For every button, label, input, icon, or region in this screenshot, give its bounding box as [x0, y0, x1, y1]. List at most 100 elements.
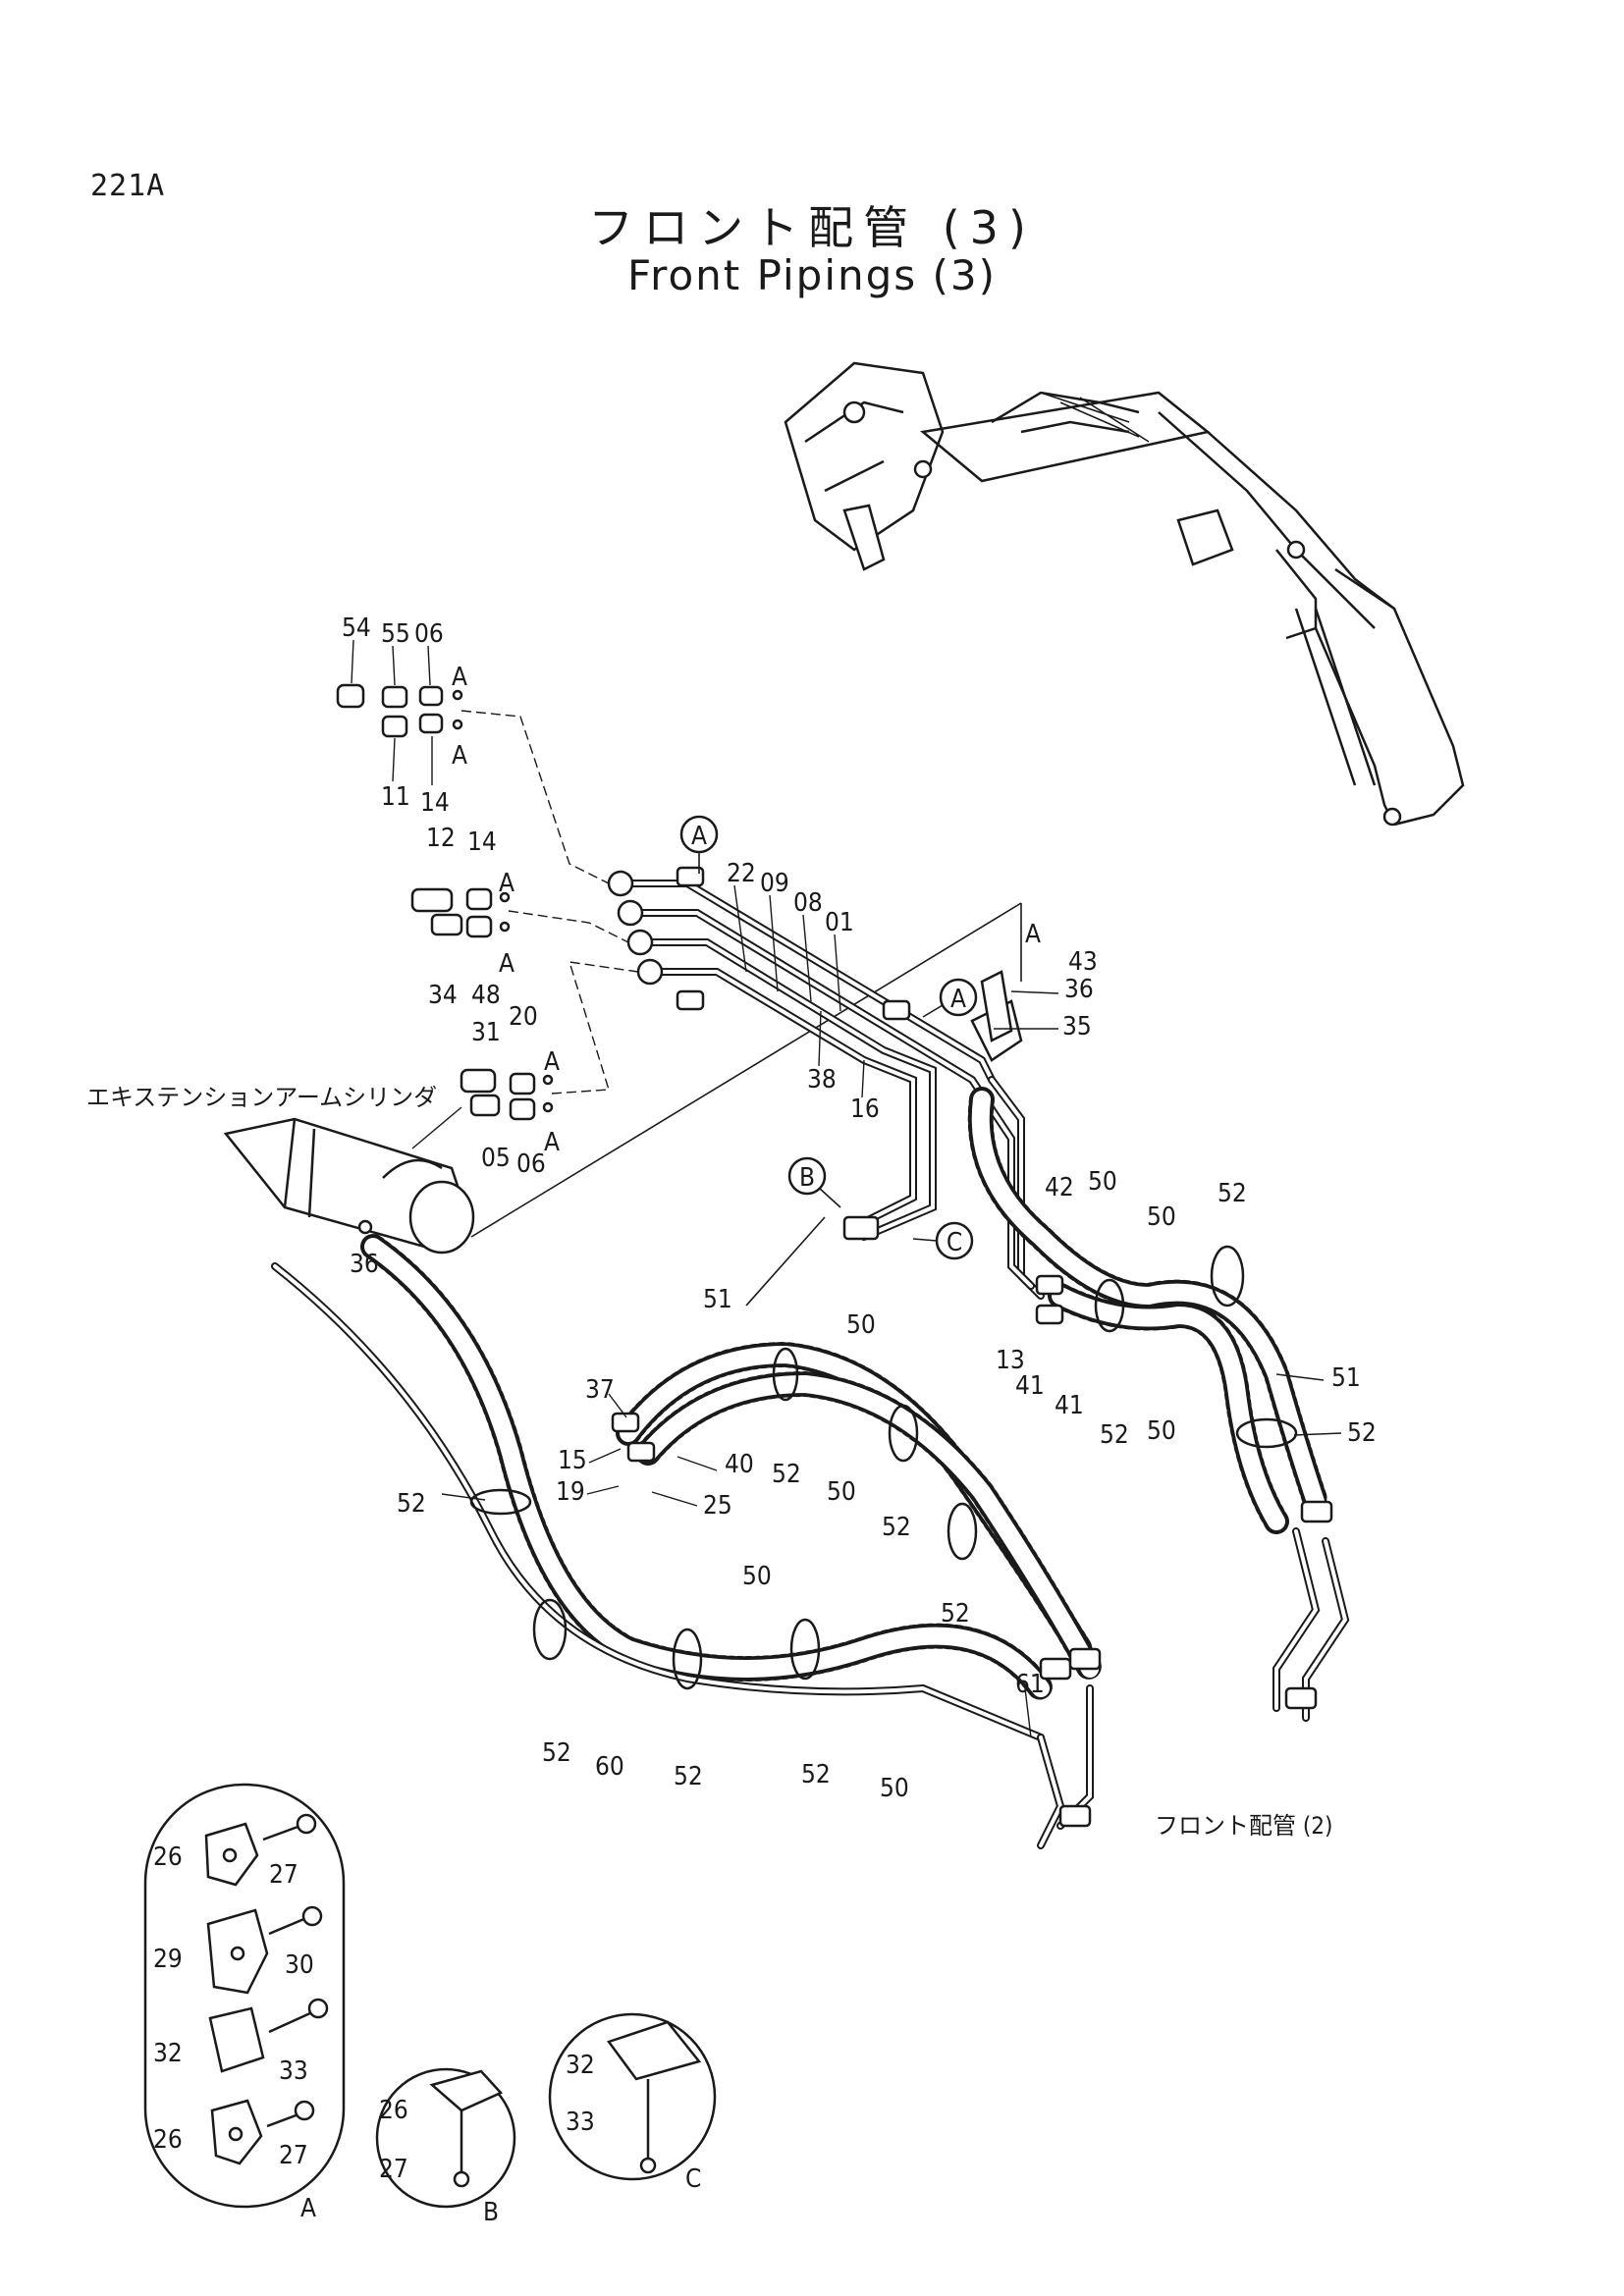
part-number: 52 [801, 1760, 831, 1789]
part-number: 27 [379, 2155, 408, 2184]
front-piping-2-reference: フロント配管 (2) [1155, 1812, 1332, 1840]
part-number: 50 [846, 1310, 876, 1340]
part-number: 27 [279, 2141, 308, 2170]
part-number: 50 [1088, 1167, 1117, 1197]
hose-clamps [469, 1245, 1298, 1690]
part-number: 36 [1064, 975, 1094, 1004]
part-number: 52 [1218, 1179, 1247, 1208]
part-number: 26 [153, 2125, 183, 2155]
detail-view-c: 32 33 C [548, 2012, 717, 2194]
part-number: 50 [1147, 1416, 1176, 1446]
part-number: 14 [467, 828, 497, 857]
part-number: 50 [880, 1774, 909, 1803]
part-number: 55 [381, 619, 410, 649]
callout-b: B [799, 1163, 815, 1193]
part-number: 41 [1015, 1371, 1045, 1401]
part-number: 34 [428, 981, 458, 1010]
detail-view-a: 26 27 29 30 32 33 26 27 A [143, 1783, 346, 2223]
fitting-mark: A [1025, 920, 1041, 949]
part-number: 33 [566, 2108, 595, 2137]
part-number: 51 [703, 1285, 732, 1314]
part-number: 08 [793, 888, 823, 918]
fitting-mark: A [499, 869, 514, 898]
part-number: 43 [1068, 947, 1098, 977]
guide-lines [460, 710, 1022, 1307]
machine-overview-illustration [784, 361, 1465, 827]
part-number: 54 [342, 614, 371, 643]
part-number: 06 [516, 1149, 546, 1179]
detail-label-c: C [685, 2164, 701, 2194]
part-number: 38 [807, 1065, 837, 1095]
hose-end-fittings [611, 970, 1333, 1828]
part-number: 42 [1045, 1173, 1074, 1202]
detail-view-b: 26 27 B [375, 2067, 516, 2227]
part-number: 52 [941, 1599, 970, 1629]
callout-a-upper: A [691, 822, 707, 851]
part-number: 52 [882, 1513, 911, 1542]
part-number: 52 [772, 1460, 801, 1489]
part-number: 50 [1147, 1202, 1176, 1232]
callout-c: C [947, 1228, 962, 1257]
part-number: 29 [153, 1945, 183, 1974]
part-number: 25 [703, 1491, 732, 1521]
page-code: 221A [90, 169, 166, 203]
part-number: 40 [725, 1450, 754, 1479]
part-number-labels: 54 55 06 A A 11 14 12 14 A A 34 48 31 20… [342, 614, 1377, 1803]
view-callouts: A A B C [679, 815, 978, 1260]
part-number: 33 [279, 2056, 308, 2086]
part-number: 16 [850, 1095, 880, 1124]
part-number: 32 [566, 2051, 595, 2080]
leader-lines [351, 639, 1342, 1738]
fitting-group-middle [410, 887, 511, 938]
part-number: 12 [426, 824, 456, 853]
part-number: 61 [1015, 1670, 1045, 1699]
part-number: 41 [1055, 1391, 1084, 1420]
page-title-japanese: フロント配管 (3) [588, 201, 1036, 254]
fitting-mark: A [544, 1047, 560, 1077]
part-number: 50 [827, 1477, 856, 1507]
detail-label-b: B [483, 2198, 499, 2227]
part-number: 11 [381, 782, 410, 812]
fitting-mark: A [544, 1128, 560, 1157]
callout-a-lower: A [950, 985, 966, 1014]
part-number: 19 [556, 1477, 585, 1507]
part-number: 36 [350, 1250, 379, 1279]
part-number: 50 [742, 1562, 772, 1591]
part-number: 09 [760, 869, 789, 898]
page-title-english: Front Pipings (3) [627, 251, 997, 299]
hose-lines [271, 1087, 1350, 1849]
part-number: 37 [585, 1375, 615, 1405]
part-number: 15 [558, 1446, 587, 1475]
part-number: 06 [414, 619, 444, 649]
part-number: 14 [420, 788, 450, 818]
fitting-mark: A [452, 741, 467, 771]
part-number: 26 [153, 1842, 183, 1872]
part-number: 52 [674, 1762, 703, 1791]
extension-arm-cylinder-label: エキステンションアームシリンダ [86, 1084, 437, 1111]
part-number: 05 [481, 1144, 511, 1173]
fitting-group-top [336, 683, 463, 738]
part-number: 32 [153, 2039, 183, 2068]
fitting-mark: A [452, 663, 467, 692]
fitting-group-lower [460, 1068, 554, 1121]
part-number: 30 [285, 1950, 314, 1980]
part-number: 31 [471, 1018, 501, 1047]
part-number: 52 [1100, 1420, 1129, 1450]
part-number: 52 [397, 1489, 426, 1519]
part-number: 20 [509, 1002, 538, 1032]
part-number: 48 [471, 981, 501, 1010]
part-number: 52 [1347, 1418, 1377, 1448]
part-number: 52 [542, 1738, 571, 1768]
detail-label-a: A [300, 2194, 316, 2223]
part-number: 51 [1331, 1363, 1361, 1393]
part-number: 26 [379, 2096, 408, 2125]
extension-arm-cylinder [223, 1117, 475, 1255]
part-number: 22 [727, 859, 756, 888]
part-number: 27 [269, 1860, 298, 1890]
part-number: 60 [595, 1752, 624, 1782]
fitting-mark: A [499, 949, 514, 979]
part-number: 35 [1062, 1012, 1092, 1041]
part-number: 13 [996, 1346, 1025, 1375]
part-number: 01 [825, 908, 854, 937]
